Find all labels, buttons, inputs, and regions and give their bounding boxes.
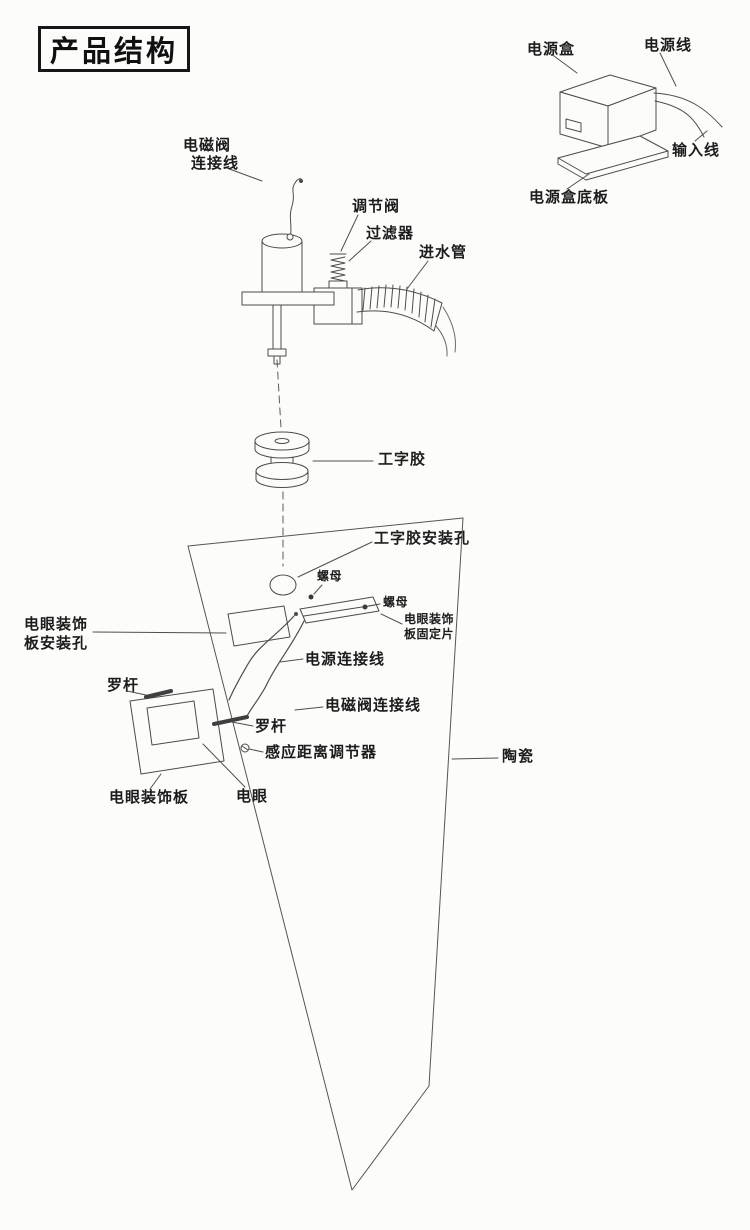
page-title: 产品结构 [38, 26, 190, 72]
power-box-base-drawing [557, 135, 669, 181]
solenoid-connection-wire-path [246, 620, 305, 717]
power-connection-wire-path [228, 615, 295, 701]
label-nut-1: 螺母 [317, 569, 343, 583]
bolt-2-rod [212, 715, 249, 726]
label-ceramic: 陶瓷 [502, 748, 535, 765]
hose-tail [435, 306, 456, 357]
label-fixing-piece-line2: 板固定片 [404, 627, 455, 641]
gasket-center-hole [274, 438, 290, 444]
power-cord-wire-2 [654, 100, 705, 138]
label-solenoid-connection-wire: 电磁阀连接线 [325, 697, 422, 714]
label-electric-eye: 电眼 [236, 788, 269, 805]
i-gasket-drawing [254, 431, 310, 488]
solenoid-top-nub [286, 233, 294, 241]
gasket-bottom-flange [255, 462, 309, 480]
solenoid-valve-assembly [241, 178, 363, 365]
label-i-gasket-mount-hole: 工字胶安装孔 [374, 530, 471, 547]
leader-lines [92, 52, 708, 790]
solenoid-cylinder-body [261, 240, 303, 299]
label-bolt-1: 罗杆 [107, 677, 140, 694]
hose-corrugation [362, 284, 436, 328]
eye-decorative-plate-drawing [129, 688, 225, 775]
label-eye-decorative-plate: 电眼装饰板 [109, 789, 190, 806]
dashed-line-upper [276, 359, 282, 429]
outlet-tube-tip [273, 355, 281, 365]
water-inlet-hose [356, 284, 456, 357]
electric-eye-window [146, 700, 200, 746]
adjuster-dial [240, 743, 250, 753]
decorative-plate-outline [129, 688, 225, 775]
adjuster-slot [241, 745, 249, 751]
label-i-gasket: 工字胶 [378, 451, 427, 468]
solenoid-wire [289, 178, 302, 239]
label-nut-2: 螺母 [383, 595, 409, 609]
nut-1-dot [308, 594, 314, 600]
connection-wires [228, 612, 305, 717]
eye-plate-fixing-piece [299, 596, 380, 624]
solenoid-wire-tip [299, 179, 303, 183]
eye-plate-mount-hole [227, 605, 291, 647]
label-solenoid-wire-line2: 连接线 [191, 155, 240, 172]
label-power-box-base: 电源盒底板 [529, 189, 610, 206]
nuts [308, 594, 368, 610]
valve-top-port [328, 280, 348, 289]
label-sensing-distance-adjuster: 感应距离调节器 [265, 744, 378, 761]
power-cord-wire-1 [653, 92, 723, 128]
bolt-1-rod [144, 689, 173, 699]
label-power-cord: 电源线 [644, 37, 693, 54]
label-power-connection-wire: 电源连接线 [305, 651, 386, 668]
outlet-tube-cap [267, 348, 287, 357]
mounting-plate [241, 291, 335, 306]
gasket-top-flange [254, 431, 310, 451]
i-gasket-mount-hole [269, 574, 297, 596]
label-solenoid-wire-line1: 电磁阀 [183, 137, 232, 154]
label-filter: 过滤器 [366, 225, 415, 242]
label-mount-hole-line2: 板安装孔 [24, 635, 89, 652]
assembly-axis-dashed [276, 359, 284, 567]
ceramic-panel-outline [187, 517, 464, 1191]
wire-connector-dot [294, 612, 298, 616]
power-box-drawing [559, 74, 723, 149]
label-power-box: 电源盒 [527, 41, 576, 58]
power-box-label-plate [565, 118, 582, 133]
label-water-inlet-pipe: 进水管 [419, 244, 468, 261]
label-input-wire: 输入线 [672, 142, 721, 159]
hose-end-cap [433, 302, 443, 332]
nut-2-dot [362, 604, 368, 610]
label-adjusting-valve: 调节阀 [352, 198, 401, 215]
bolts [144, 689, 249, 726]
label-fixing-piece-line1: 电眼装饰 [404, 612, 455, 626]
solenoid-cylinder-top [261, 233, 303, 249]
label-bolt-2: 罗杆 [255, 718, 288, 735]
ceramic-panel [187, 517, 464, 1191]
sensing-distance-adjuster-drawing [240, 743, 250, 753]
base-plate-thickness [557, 150, 669, 181]
hose-bottom-edge [356, 310, 435, 332]
outlet-tube [272, 304, 282, 350]
label-mount-hole-line1: 电眼装饰 [24, 616, 89, 633]
